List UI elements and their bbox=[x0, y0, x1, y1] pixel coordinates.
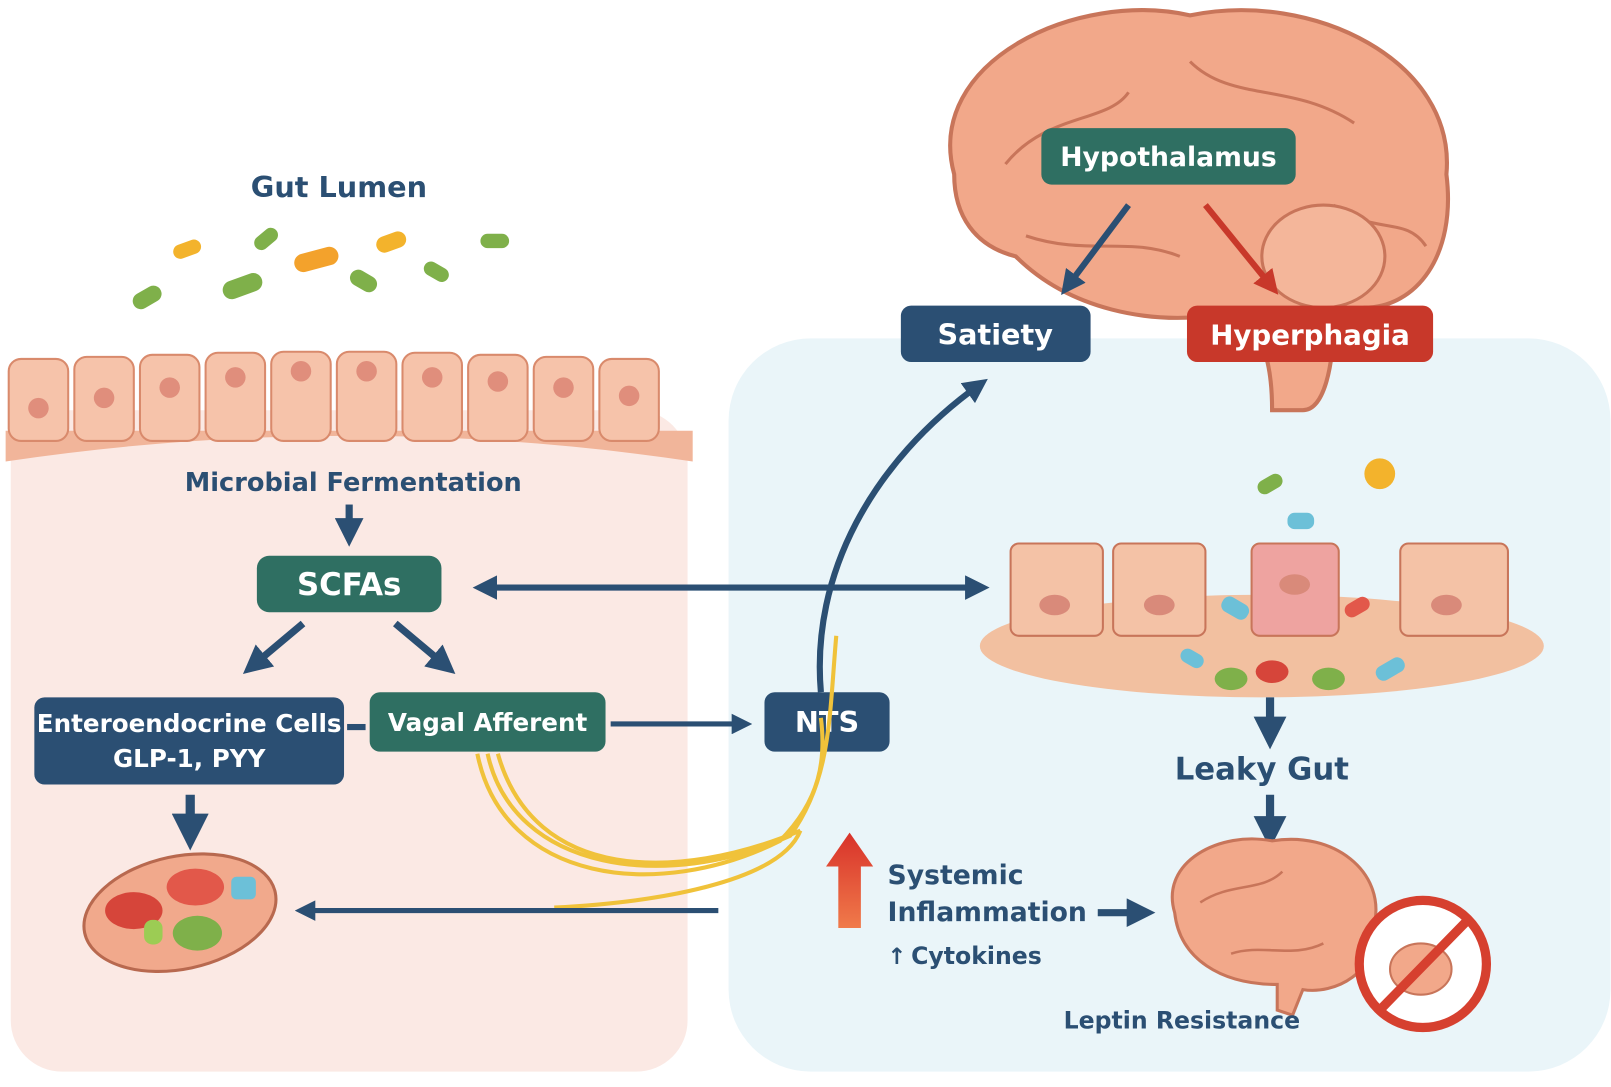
microbial-fermentation-label: Microbial Fermentation bbox=[185, 468, 522, 498]
cytokines-label: Cytokines bbox=[911, 942, 1042, 970]
svg-text:SCFAs: SCFAs bbox=[297, 567, 401, 603]
enteroendocrine-box: Enteroendocrine Cells GLP-1, PYY bbox=[34, 697, 345, 785]
leaky-gut-label: Leaky Gut bbox=[1175, 751, 1349, 787]
right-panel bbox=[728, 338, 1611, 1072]
svg-text:Enteroendocrine Cells: Enteroendocrine Cells bbox=[37, 709, 342, 738]
arrow-hypothalamus-to-satiety bbox=[1061, 203, 1131, 296]
gut-lumen-label: Gut Lumen bbox=[251, 170, 427, 204]
arrow-nts-to-satiety bbox=[816, 378, 988, 693]
svg-text:Hypothalamus: Hypothalamus bbox=[1060, 142, 1277, 173]
bacteria-group bbox=[132, 227, 510, 310]
svg-text:Vagal Afferent: Vagal Afferent bbox=[388, 708, 588, 737]
no-leptin-signal-icon bbox=[1354, 895, 1492, 1033]
leptin-resistance-label: Leptin Resistance bbox=[1064, 1007, 1300, 1035]
vagus-nerve bbox=[475, 635, 839, 910]
scfas-box: SCFAs bbox=[256, 555, 442, 613]
satiety-box: Satiety bbox=[900, 305, 1091, 362]
intestinal-epithelium bbox=[5, 350, 693, 462]
leaky-gut-epithelium bbox=[979, 458, 1544, 698]
connector bbox=[347, 723, 366, 731]
hypothalamus-box: Hypothalamus bbox=[1041, 128, 1296, 185]
svg-text:Hyperphagia: Hyperphagia bbox=[1210, 319, 1410, 352]
arrow-scfas-to-enteroendocrine bbox=[242, 620, 306, 674]
svg-text:GLP-1, PYY: GLP-1, PYY bbox=[113, 744, 267, 773]
enteroendocrine-cell-icon bbox=[82, 852, 278, 973]
inflammation-up-arrow-icon bbox=[826, 832, 874, 929]
systemic-inflammation-line2: Inflammation bbox=[888, 897, 1087, 928]
vagal-afferent-box: Vagal Afferent bbox=[369, 692, 606, 752]
systemic-inflammation-line1: Systemic bbox=[888, 860, 1024, 891]
up-arrow-icon: ↑ bbox=[888, 944, 907, 970]
svg-text:Satiety: Satiety bbox=[937, 318, 1053, 352]
arrow-hypothalamus-to-hyperphagia bbox=[1203, 203, 1279, 295]
arrow-scfas-to-vagal bbox=[393, 620, 456, 674]
hyperphagia-box: Hyperphagia bbox=[1186, 305, 1434, 362]
